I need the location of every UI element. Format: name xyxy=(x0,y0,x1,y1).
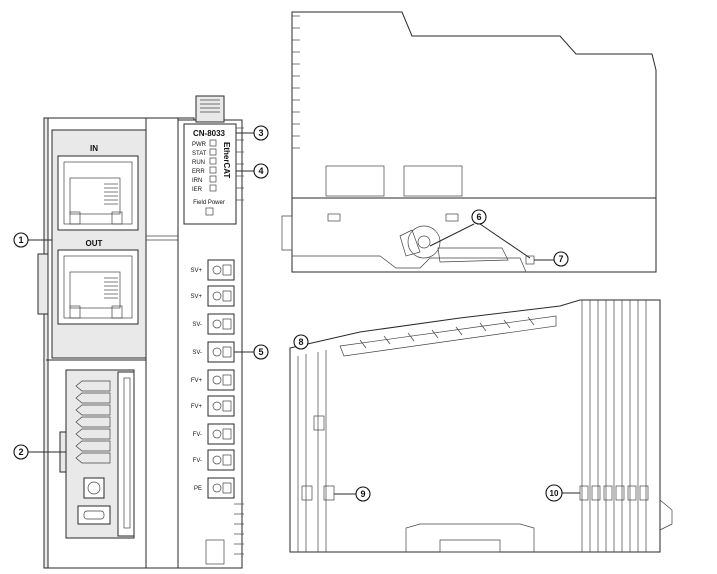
led-run xyxy=(209,157,217,165)
callout-5-circle xyxy=(253,344,269,360)
led-field-power xyxy=(205,207,214,216)
terminal-label: SV+ xyxy=(190,268,202,274)
led-pwr xyxy=(209,139,217,147)
front-view: IN OUT xyxy=(37,95,244,569)
led-label-err: ERR xyxy=(192,169,205,175)
rj45-in-port[interactable] xyxy=(57,155,139,231)
terminal-label: SV- xyxy=(192,350,202,356)
service-port[interactable] xyxy=(77,505,111,525)
terminal-sv-minus-1[interactable] xyxy=(207,313,235,335)
port-in-label: IN xyxy=(90,144,98,153)
callout-4-circle xyxy=(253,163,269,179)
led-label-run: RUN xyxy=(192,160,205,166)
terminal-list: SV+ SV+ SV- SV- FV+ FV+ FV- FV- PE xyxy=(190,259,235,499)
rj45-out-port[interactable] xyxy=(57,249,139,325)
terminal-label: FV+ xyxy=(191,404,203,410)
callout-1-circle xyxy=(13,232,29,248)
terminal-fv-plus-1[interactable] xyxy=(207,369,235,391)
led-label-irn: IRN xyxy=(192,178,202,184)
terminal-label: FV+ xyxy=(191,378,203,384)
terminal-label: SV- xyxy=(192,322,202,328)
terminal-pe[interactable] xyxy=(207,477,235,499)
led-irn xyxy=(209,175,217,183)
callout-2-circle xyxy=(13,444,29,460)
callout-2: 2 xyxy=(18,447,23,457)
terminal-sv-plus-1[interactable] xyxy=(207,259,235,281)
din-rail-lever[interactable] xyxy=(399,225,441,259)
led-label-pwr: PWR xyxy=(192,142,207,148)
callouts: 1 2 3 4 5 6 7 8 9 10 xyxy=(13,125,580,502)
ethercat-brand: EtherCAT xyxy=(222,142,231,178)
callout-9: 9 xyxy=(360,489,365,499)
callout-8-circle xyxy=(293,334,309,350)
terminal-fv-plus-2[interactable] xyxy=(207,395,235,417)
port-out-label: OUT xyxy=(86,239,103,248)
terminal-fv-minus-1[interactable] xyxy=(207,423,235,445)
terminal-sv-plus-2[interactable] xyxy=(207,285,235,307)
callout-4: 4 xyxy=(258,166,263,176)
terminal-label: FV- xyxy=(193,458,202,464)
model-label: CN-8033 xyxy=(193,129,226,138)
terminal-label: SV+ xyxy=(190,294,202,300)
callout-6: 6 xyxy=(476,212,481,222)
callout-9-circle xyxy=(355,486,371,502)
callout-1: 1 xyxy=(18,235,23,245)
callout-7-circle xyxy=(553,251,569,267)
field-power-label: Field Power xyxy=(193,200,225,206)
terminal-label: FV- xyxy=(193,432,202,438)
terminal-sv-minus-2[interactable] xyxy=(207,341,235,363)
callout-3-circle xyxy=(253,125,269,141)
callout-10: 10 xyxy=(550,489,559,498)
callout-5: 5 xyxy=(258,347,263,357)
dip-switch-block[interactable] xyxy=(59,369,135,539)
callout-3: 3 xyxy=(258,128,263,138)
terminal-label: PE xyxy=(194,486,202,492)
led-stat xyxy=(209,148,217,156)
reset-button[interactable] xyxy=(83,477,105,499)
led-label-ier: IER xyxy=(192,187,203,193)
side-view-bottom xyxy=(289,299,673,553)
led-err xyxy=(209,166,217,174)
callout-8: 8 xyxy=(298,337,303,347)
side-view-top xyxy=(281,11,657,273)
callout-6-circle xyxy=(471,209,487,225)
led-ier xyxy=(209,184,217,192)
led-list: PWR STAT RUN ERR IRN IER xyxy=(192,139,217,193)
terminal-fv-minus-2[interactable] xyxy=(207,449,235,471)
led-label-stat: STAT xyxy=(192,151,207,157)
callout-7: 7 xyxy=(558,254,563,264)
callout-10-circle xyxy=(545,484,563,502)
